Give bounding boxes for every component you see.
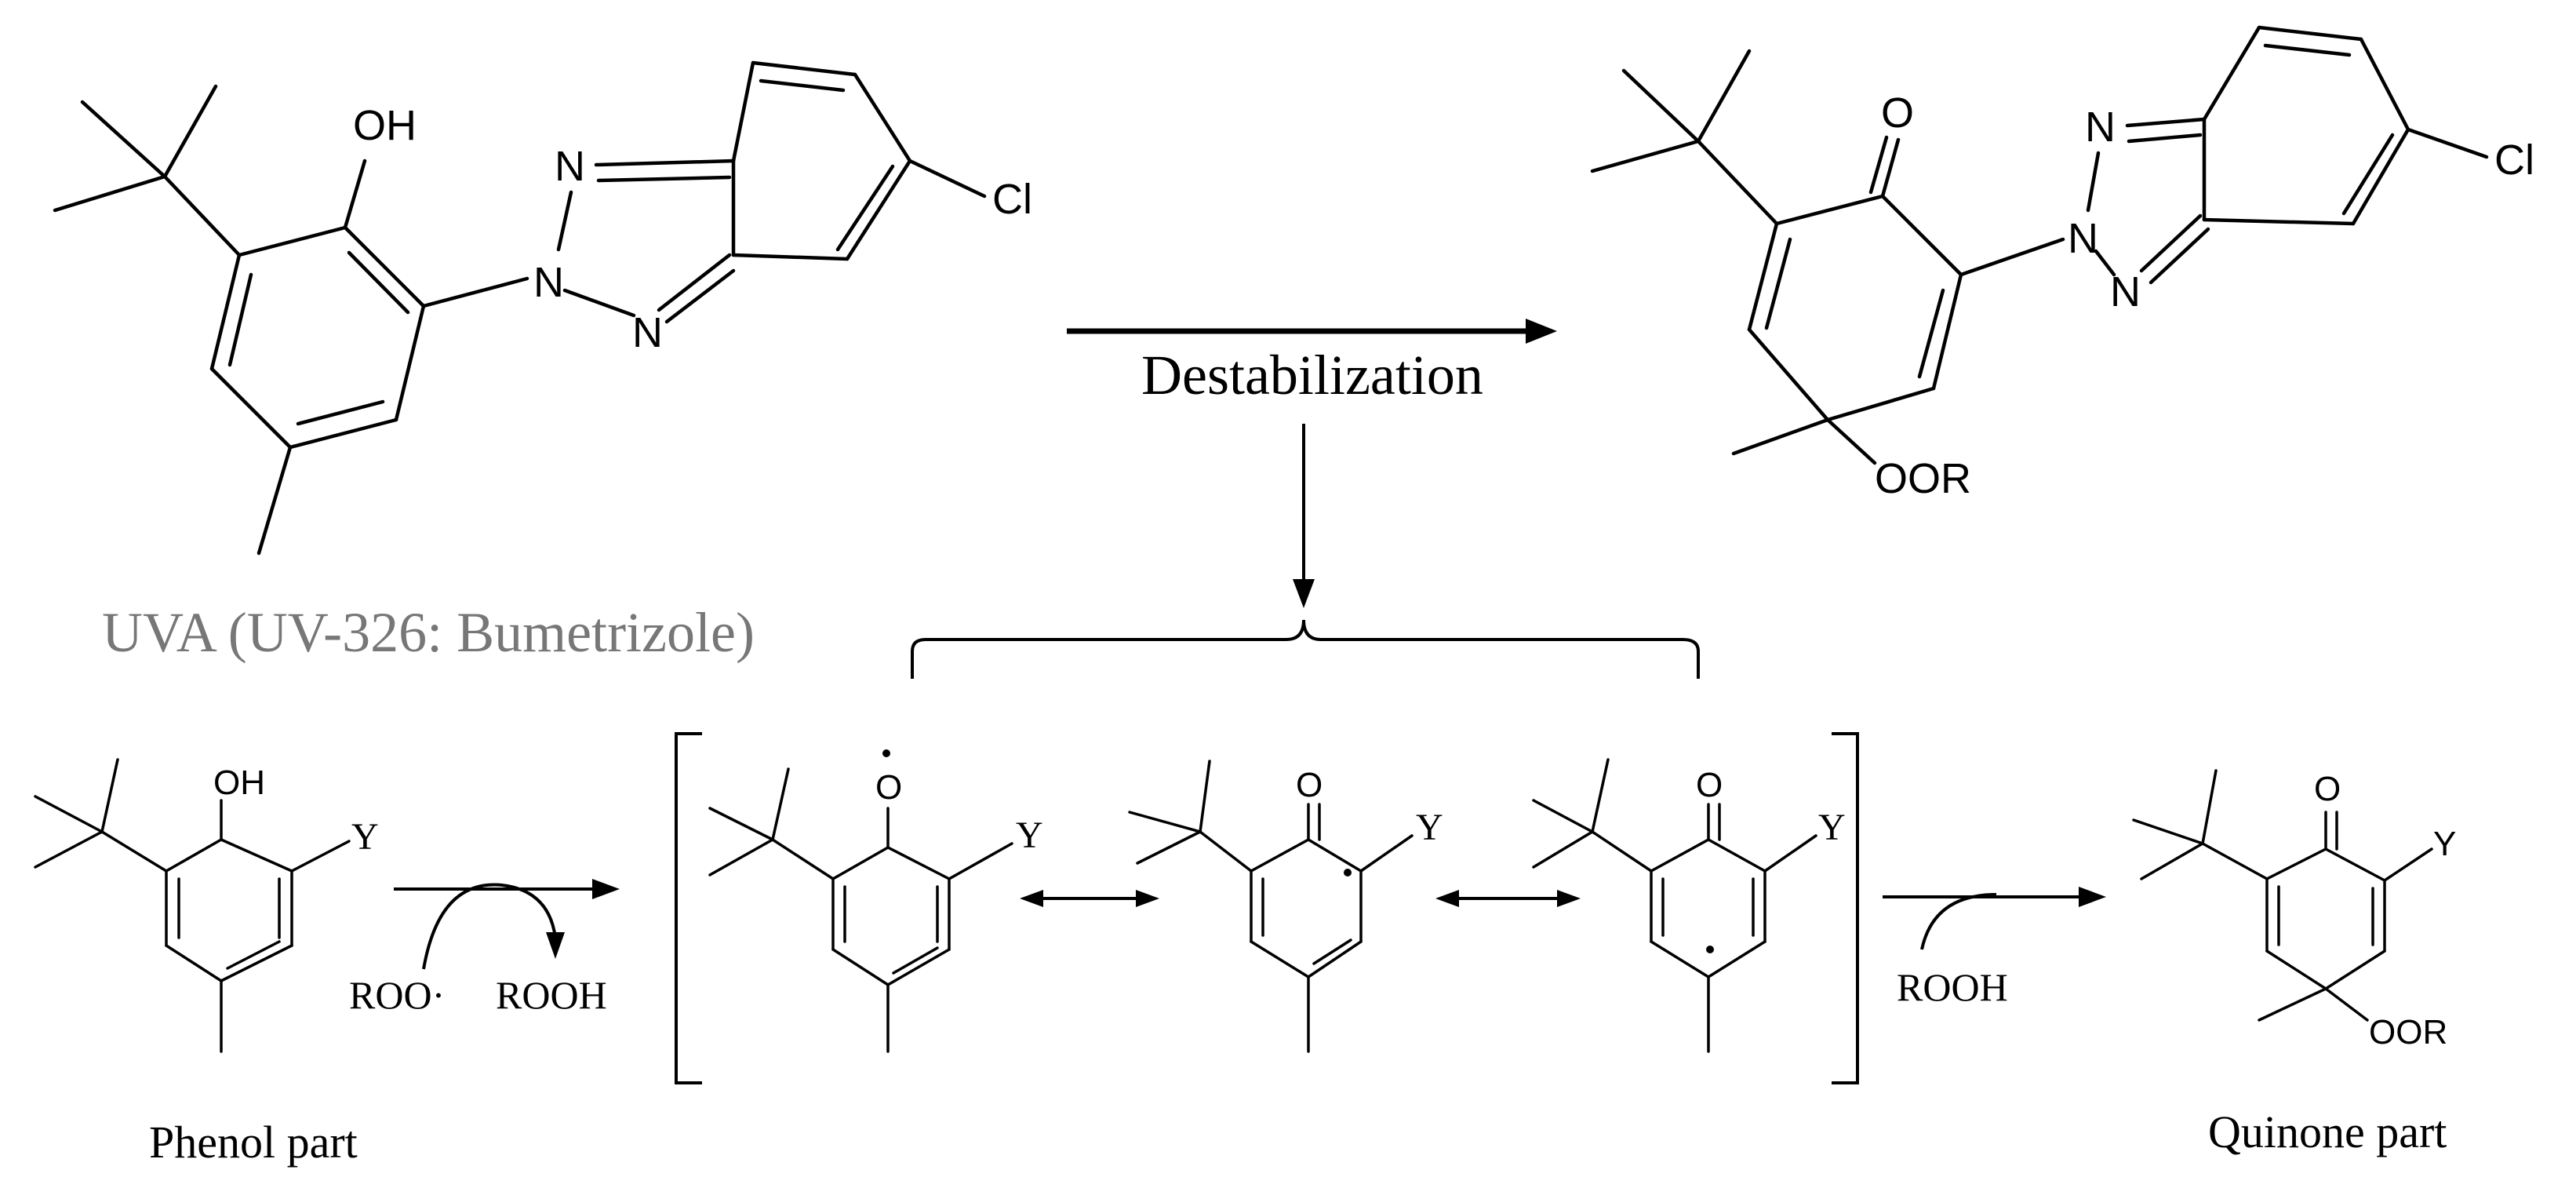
quinone-product-top: O OOR N N N Cl <box>1590 25 2534 502</box>
o-label-top: O <box>1881 89 1914 137</box>
phenol-part-label: Phenol part <box>149 1117 358 1168</box>
o-label-r2: O <box>1296 766 1323 804</box>
resonance-structure-1: O Y <box>708 749 1043 1053</box>
reaction-arrow-2 <box>1883 887 2106 950</box>
n-label-n3: N <box>632 309 663 356</box>
n-label-n2: N <box>533 259 564 306</box>
y-label-r3: Y <box>1818 807 1846 848</box>
down-arrow <box>1293 424 1315 608</box>
oh-label-phenol: OH <box>213 763 265 802</box>
phenol-part-molecule: OH Y <box>34 758 379 1053</box>
resonance-arrow-1 <box>1020 890 1159 907</box>
cl-label: Cl <box>992 176 1032 223</box>
o-label-quinone: O <box>2314 770 2341 808</box>
y-label-r2: Y <box>1416 807 1443 848</box>
cl-label-top: Cl <box>2494 137 2534 184</box>
resonance-arrow-2 <box>1435 890 1581 907</box>
o-radical-label: O <box>875 768 902 807</box>
y-label-r1: Y <box>1016 815 1043 856</box>
resonance-structure-2: O Y <box>1128 760 1443 1053</box>
n-label-top-n1: N <box>2085 104 2116 151</box>
reaction-arrow-1 <box>394 879 620 970</box>
bracket-right <box>1832 732 1859 1084</box>
n-label-top-n2: N <box>2068 215 2098 262</box>
y-label-quinone: Y <box>2433 825 2456 863</box>
oor-label-quinone: OOR <box>2369 1013 2447 1051</box>
roo-radical-label: ROO· <box>349 973 445 1017</box>
destabilization-label: Destabilization <box>1141 344 1483 406</box>
o-label-r3: O <box>1696 766 1723 804</box>
destabilization-arrow <box>1067 319 1557 344</box>
rooh-label-2: ROOH <box>1897 965 2008 1009</box>
n-label-top-n3: N <box>2110 268 2141 315</box>
n-label-n1: N <box>555 143 585 190</box>
curly-brace <box>911 619 1700 679</box>
quinone-part-label: Quinone part <box>2208 1106 2447 1157</box>
bracket-left <box>675 732 702 1084</box>
oh-label: OH <box>353 102 417 149</box>
resonance-structure-3: O Y <box>1532 758 1846 1053</box>
rooh-label-1: ROOH <box>496 973 607 1017</box>
uv326-molecule: OH N N N Cl <box>53 60 1032 556</box>
uva-caption: UVA (UV-326: Bumetrizole) <box>102 601 755 664</box>
y-label-phenol: Y <box>351 816 379 858</box>
quinone-part-molecule: O Y OOR <box>2132 769 2456 1051</box>
oor-label-top: OOR <box>1875 455 1971 502</box>
